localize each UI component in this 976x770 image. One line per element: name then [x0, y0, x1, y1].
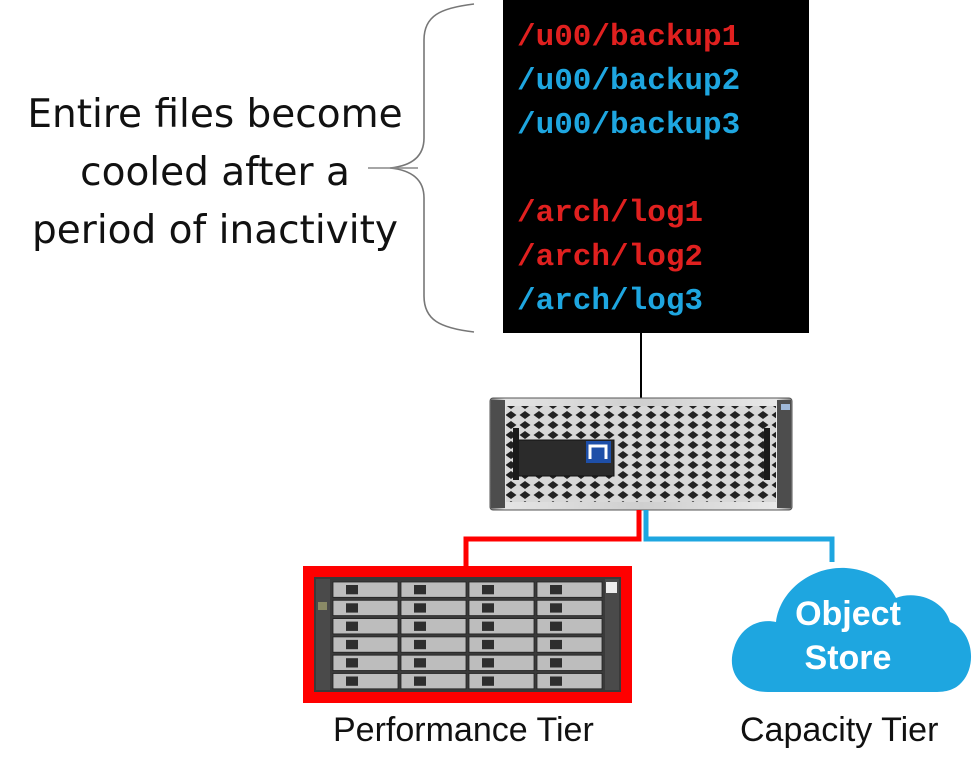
file-paths-box: /u00/backup1 /u00/backup2 /u00/backup3 /… — [503, 0, 809, 333]
performance-tier-label: Performance Tier — [333, 711, 594, 749]
drive-handle — [414, 603, 426, 613]
drive-grid — [332, 581, 603, 690]
drive-bay — [332, 654, 399, 671]
drive-handle — [550, 585, 562, 595]
cloud-line: Object — [795, 595, 901, 633]
drive-bay — [400, 636, 467, 653]
caption-line: Entire files become — [27, 92, 403, 137]
drive-handle — [346, 676, 358, 686]
drive-handle — [482, 639, 494, 650]
file-path: /arch/log2 — [517, 240, 704, 275]
capacity-tier-label: Capacity Tier — [740, 711, 939, 749]
drive-handle — [414, 676, 426, 686]
drive-bay — [468, 636, 535, 653]
drive-handle — [482, 676, 494, 686]
file-path: /u00/backup2 — [517, 64, 741, 99]
drive-bay — [332, 618, 399, 635]
object-store-cloud — [731, 567, 972, 692]
file-path: /u00/backup1 — [517, 20, 741, 55]
drive-bay — [400, 618, 467, 635]
file-path: /arch/log3 — [517, 284, 704, 319]
capacity-link — [643, 510, 835, 562]
drive-handle — [346, 621, 358, 631]
drive-bay — [332, 673, 399, 690]
drive-bay — [400, 581, 467, 598]
drive-handle — [550, 621, 562, 631]
drive-bay — [536, 654, 603, 671]
drive-bay — [536, 581, 603, 598]
drive-handle — [414, 585, 426, 595]
caption-line: cooled after a — [80, 150, 350, 195]
drive-bay — [468, 581, 535, 598]
drive-handle — [482, 585, 494, 595]
storage-controller — [489, 397, 793, 511]
drive-bay — [536, 618, 603, 635]
drive-handle — [414, 658, 426, 668]
drive-bay — [332, 636, 399, 653]
drive-bay — [536, 636, 603, 653]
drive-bay — [400, 673, 467, 690]
caption-line: period of inactivity — [32, 208, 398, 253]
cloud-line: Store — [804, 639, 892, 677]
drive-handle — [550, 676, 562, 686]
drive-handle — [346, 603, 358, 613]
object-store-label: Object Store — [760, 592, 936, 680]
file-path: /arch/log1 — [517, 196, 704, 231]
drive-handle — [346, 585, 358, 595]
drive-bay — [536, 599, 603, 616]
drive-handle — [550, 658, 562, 668]
drive-handle — [482, 603, 494, 613]
drive-bay — [332, 581, 399, 598]
drive-bay — [468, 673, 535, 690]
drive-handle — [346, 639, 358, 650]
file-path: /u00/backup3 — [517, 108, 741, 143]
drive-handle — [550, 603, 562, 613]
drive-handle — [482, 658, 494, 668]
performance-link — [463, 510, 642, 566]
drive-bay — [332, 599, 399, 616]
drive-bay — [536, 673, 603, 690]
performance-tier-shelf — [303, 566, 632, 703]
drive-handle — [550, 639, 562, 650]
drive-handle — [482, 621, 494, 631]
drive-bay — [468, 599, 535, 616]
caption: Entire files become cooled after a perio… — [10, 86, 420, 260]
drive-bay — [468, 654, 535, 671]
drive-bay — [400, 654, 467, 671]
drive-handle — [414, 639, 426, 650]
drive-handle — [346, 658, 358, 668]
drive-bay — [468, 618, 535, 635]
drive-bay — [400, 599, 467, 616]
drive-handle — [414, 621, 426, 631]
